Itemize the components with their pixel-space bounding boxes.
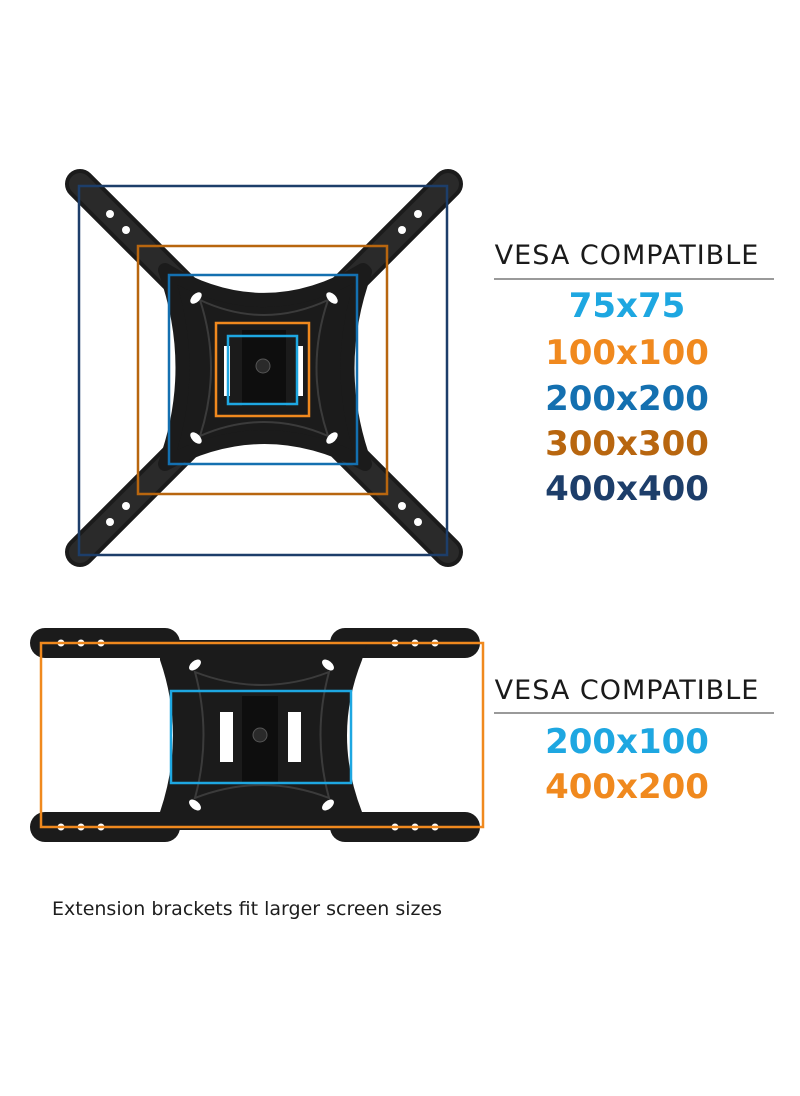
vesa-size-75x75: 75x75 xyxy=(568,286,686,326)
vesa-size-200x100: 200x100 xyxy=(545,722,709,762)
vesa-400x200-outline xyxy=(39,641,485,829)
vesa-size-400x400: 400x400 xyxy=(545,469,709,509)
vesa-75-outline xyxy=(226,334,299,406)
vesa-200-outline xyxy=(167,273,359,466)
vesa-300-outline xyxy=(136,244,389,496)
vesa-heading-wide: VESA COMPATIBLE xyxy=(494,675,760,706)
vesa-200x100-outline xyxy=(169,689,353,785)
vesa-size-400x200: 400x200 xyxy=(545,767,709,807)
vesa-size-100x100: 100x100 xyxy=(545,333,709,373)
heading-divider-square xyxy=(494,278,774,280)
vesa-size-200x200: 200x200 xyxy=(545,379,709,419)
extension-brackets-caption: Extension brackets fit larger screen siz… xyxy=(52,898,443,920)
vesa-size-300x300: 300x300 xyxy=(545,424,709,464)
vesa-100-outline xyxy=(214,321,311,418)
vesa-400-outline xyxy=(77,184,449,557)
heading-divider-wide xyxy=(494,712,774,714)
vesa-heading-square: VESA COMPATIBLE xyxy=(494,240,760,271)
wide-mount xyxy=(30,628,480,842)
